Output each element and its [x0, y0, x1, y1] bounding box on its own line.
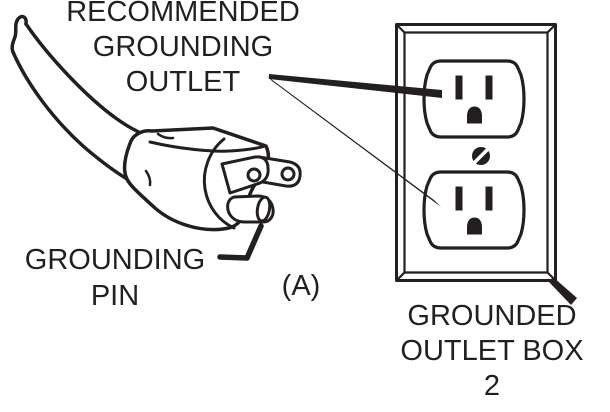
plug-blade-left — [220, 155, 270, 195]
plug-shading-tick-side — [144, 169, 152, 187]
plug-top-face-ridge — [148, 140, 267, 153]
plate-bevel-bottom-left — [395, 271, 406, 282]
blade-hole-right — [280, 166, 296, 182]
pointer-grounding-pin — [217, 223, 264, 261]
grounding-pin-label: GROUNDING PIN — [5, 242, 225, 314]
recommended-grounding-outlet-label: RECOMMENDED GROUNDING OUTLET — [58, 0, 308, 100]
pointer-top-receptacle — [269, 74, 442, 98]
plate-bevel-top-left — [395, 23, 406, 34]
grounded-outlet-box-label: GROUNDED OUTLET BOX 2 — [377, 299, 607, 404]
box-label-line2: OUTLET BOX — [400, 335, 584, 367]
pointer-bottom-receptacle — [267, 76, 441, 207]
receptacle-bottom — [422, 170, 526, 250]
plate-bevel-top-right — [546, 23, 557, 34]
figure-marker-a: (A) — [281, 270, 321, 302]
screw-icon — [471, 146, 491, 166]
receptacle-ground-hole — [467, 106, 482, 124]
box-label-line1: GROUNDED — [407, 300, 577, 332]
outlet-label-line1: RECOMMENDED — [66, 0, 300, 28]
receptacle-top — [422, 59, 526, 139]
grounding-pin-endcap — [255, 195, 272, 223]
pin-label-line2: PIN — [90, 280, 140, 312]
plug-face-edge — [202, 137, 236, 230]
outlet-label-line3: OUTLET — [125, 66, 241, 98]
outlet-label-line2: GROUNDING — [92, 31, 274, 63]
receptacle-slot-left — [455, 75, 463, 100]
pin-label-line1: GROUNDING — [24, 244, 206, 276]
receptacle-slot-right — [485, 75, 493, 100]
blade-hole-left — [246, 167, 262, 183]
pointer-outlet-box — [549, 277, 577, 305]
page-number: 2 — [483, 370, 501, 402]
grounding-pin-prong — [226, 194, 275, 224]
plug-shading-tick-top — [156, 132, 175, 140]
